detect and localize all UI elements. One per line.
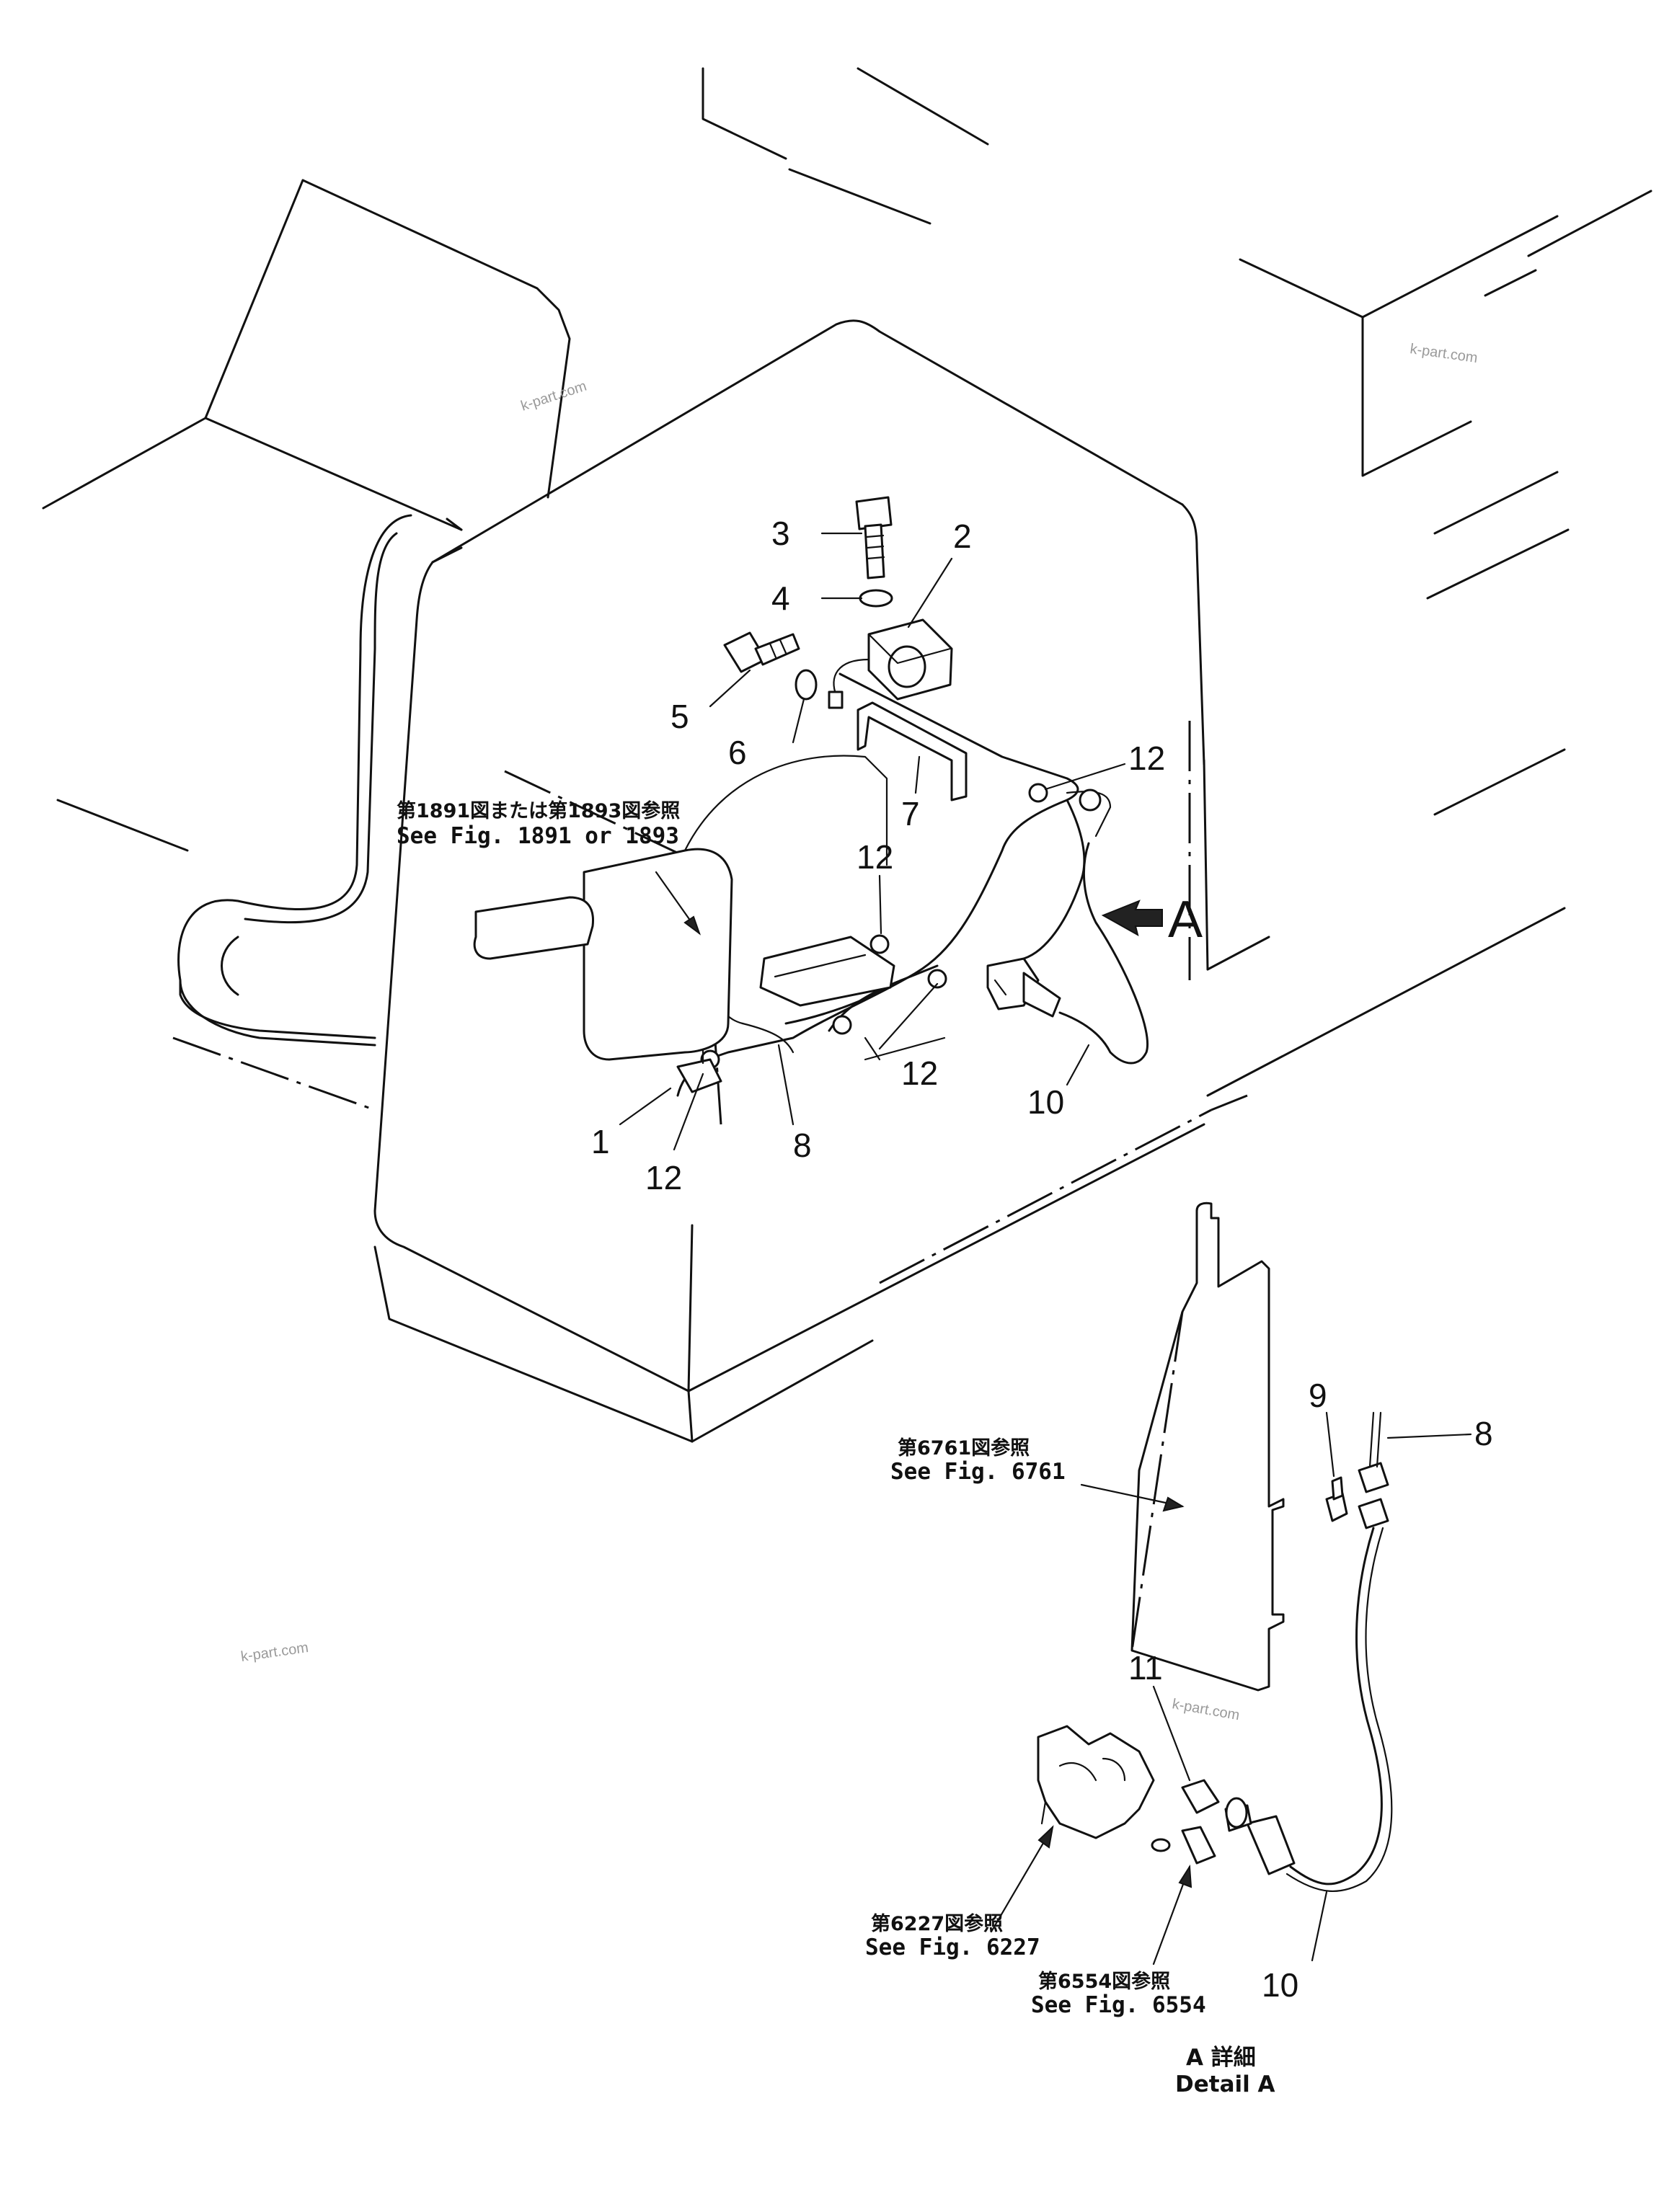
callout-3: 3	[771, 515, 790, 552]
callout-2: 2	[953, 518, 972, 555]
horn-terminal	[828, 690, 844, 709]
callout-12-top: 12	[1128, 739, 1165, 777]
detail-title-en: Detail A	[1175, 2071, 1275, 2097]
callout-10: 10	[1027, 1083, 1064, 1121]
callout-8: 8	[793, 1127, 812, 1164]
callout-12-mid: 12	[857, 838, 893, 876]
ref-6554-en: See Fig. 6554	[1031, 1992, 1206, 2018]
view-arrow-a	[1101, 900, 1163, 937]
callout-12-bottom: 12	[645, 1159, 682, 1196]
callout-11: 11	[1128, 1649, 1163, 1687]
detail-wire-10	[1289, 1527, 1383, 1885]
leader-6227	[990, 1826, 1054, 1933]
ref-6761-en: See Fig. 6761	[890, 1459, 1066, 1485]
callout-10-detail: 10	[1262, 1966, 1298, 2004]
valve-block-6227	[1037, 1725, 1155, 1839]
horn-lead-wire	[833, 658, 870, 697]
panel-6761-outline	[1130, 1202, 1285, 1692]
clamps-12	[700, 783, 1102, 1070]
callout-4: 4	[771, 579, 790, 617]
callout-12-lower: 12	[901, 1054, 938, 1092]
watermark: k-part.com	[519, 378, 589, 414]
ref-6227-en: See Fig. 6227	[865, 1935, 1040, 1960]
callout-6: 6	[728, 734, 747, 771]
callout-1: 1	[591, 1123, 610, 1160]
control-unit	[473, 755, 895, 1061]
callout-leaders	[619, 532, 1472, 1962]
watermark: k-part.com	[1171, 1696, 1241, 1723]
wire-10	[1058, 842, 1149, 1065]
callout-numbers: 3 4 2 5 6 7 12 12 12 12 1 8 10 A 9 8 11 …	[591, 515, 1493, 2004]
callout-5: 5	[671, 698, 689, 735]
detail-a-view	[990, 1202, 1393, 1966]
clip-9	[1325, 1476, 1348, 1522]
horn-2	[867, 618, 953, 701]
ref-6227-jp: 第6227図参照	[871, 1912, 1003, 1935]
ref-1891-en: See Fig. 1891 or 1893	[397, 823, 679, 849]
washer-4	[859, 589, 893, 608]
callout-8-detail: 8	[1474, 1415, 1493, 1452]
bracket-7	[857, 701, 968, 801]
watermarks: k-part.com k-part.com k-part.com k-part.…	[240, 341, 1479, 1723]
pressure-switch-detail	[1224, 1797, 1296, 1875]
ref-6554-jp: 第6554図参照	[1038, 1970, 1170, 1993]
horn-assembly	[473, 496, 1149, 1097]
pressure-switch-main	[986, 957, 1061, 1018]
washer-6	[795, 669, 818, 701]
callout-9: 9	[1309, 1377, 1327, 1414]
ref-6761-jp: 第6761図参照	[898, 1436, 1030, 1460]
bolt-3	[855, 496, 893, 579]
connector-8	[1358, 1411, 1389, 1529]
bolt-5	[723, 631, 800, 673]
callout-7: 7	[901, 795, 920, 832]
adapter-11	[1151, 1779, 1220, 1865]
reference-notes: 第1891図または第1893図参照 See Fig. 1891 or 1893 …	[397, 799, 1275, 2097]
watermark: k-part.com	[1409, 341, 1479, 366]
view-arrow-a-label: A	[1168, 891, 1203, 949]
detail-title-jp: A 詳細	[1186, 2045, 1256, 2071]
machine-body-outline	[42, 67, 1652, 1443]
watermark: k-part.com	[240, 1640, 310, 1665]
ref-1891-jp: 第1891図または第1893図参照	[397, 799, 680, 822]
